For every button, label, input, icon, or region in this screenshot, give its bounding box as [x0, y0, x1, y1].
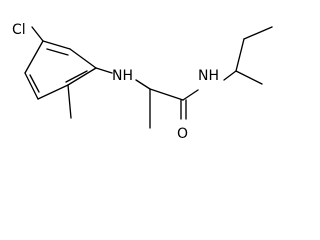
atom-o-label: O	[177, 126, 188, 142]
bond-ring-methyl	[67, 84, 72, 119]
atom-cl-label: Cl	[12, 22, 26, 38]
bond-ring-inner-2	[65, 70, 88, 83]
atom-nh-amide-label: NH	[198, 68, 219, 84]
bond-ring-6	[24, 40, 44, 74]
bond-ring-inner-1	[46, 48, 69, 56]
bond-alpha-carbonyl	[149, 88, 184, 101]
bond-amide-ch	[223, 70, 237, 81]
bond-ring-inner-3	[29, 74, 40, 93]
atom-labels: Cl NH NH O	[12, 22, 219, 142]
bond-ring-2	[69, 48, 97, 69]
structure-svg: Cl NH NH O	[12, 22, 273, 142]
bond-ch-ethyl-1	[235, 38, 245, 72]
molecule-diagram: Cl NH NH O	[12, 22, 273, 142]
bond-ring-3	[67, 67, 97, 86]
bond-ch-ethyl-2	[243, 26, 273, 40]
bond-nh-alpha	[135, 79, 151, 90]
bond-ring-4	[37, 84, 69, 100]
bond-ring-1	[42, 40, 71, 50]
atom-nh-amine-label: NH	[112, 68, 133, 84]
bond-ch-methyl	[235, 70, 263, 85]
bond-ring-nh	[95, 67, 113, 74]
bond-ring-5	[24, 72, 39, 100]
bond-cl-ring	[31, 26, 44, 42]
bond-lines	[24, 26, 273, 129]
bond-carbonyl-amide	[182, 89, 199, 101]
